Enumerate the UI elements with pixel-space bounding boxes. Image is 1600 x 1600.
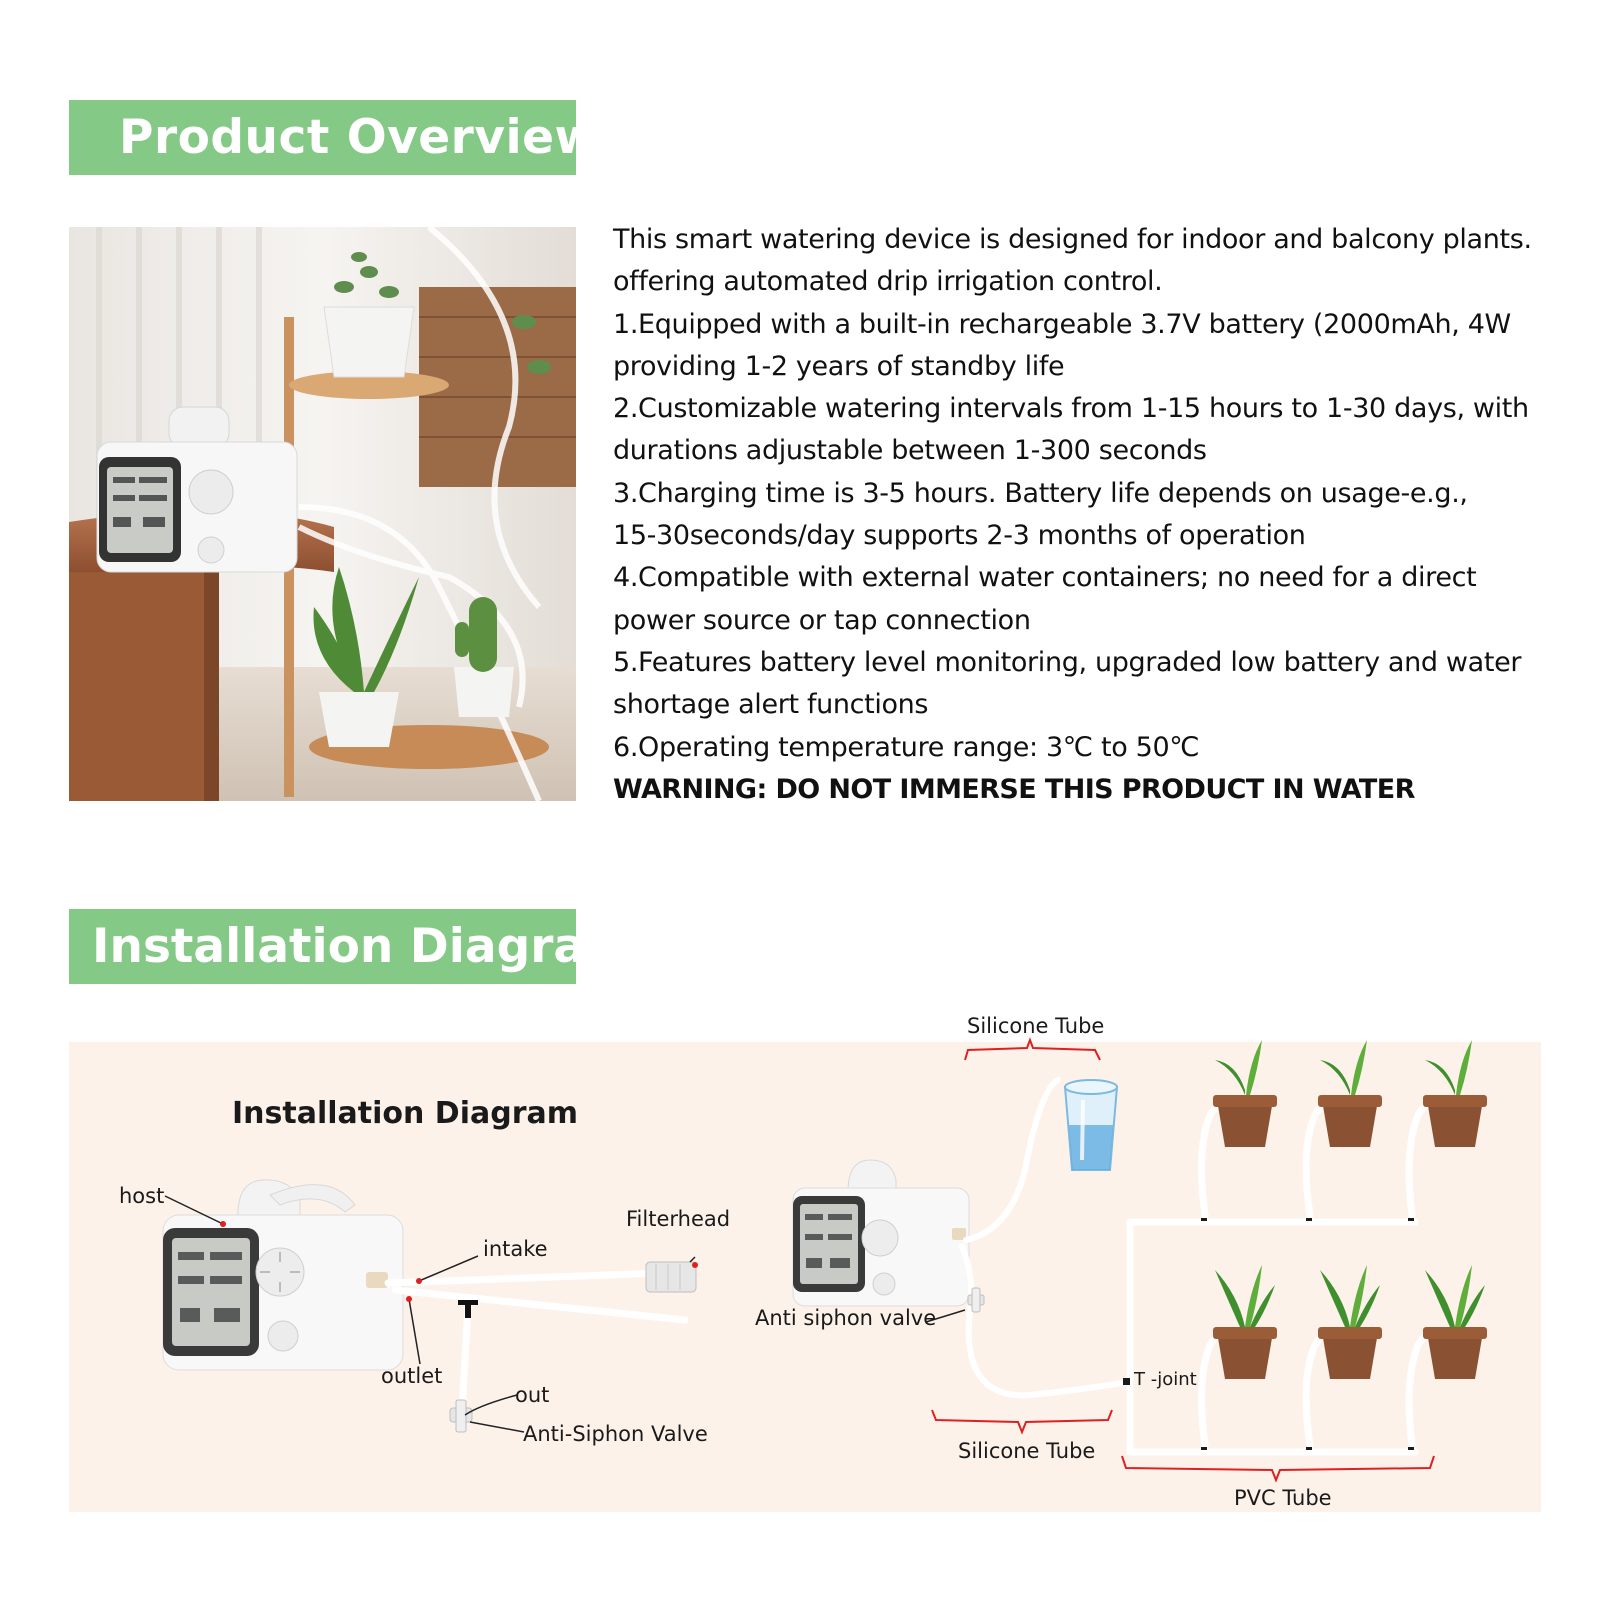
host-device <box>162 1179 404 1371</box>
product-photo <box>69 227 576 801</box>
label-out: out <box>515 1383 549 1407</box>
plant-pot-icon <box>1213 1265 1277 1379</box>
plant-pot-icon <box>1423 1265 1487 1379</box>
label-filterhead: Filterhead <box>626 1207 730 1231</box>
warning-text: WARNING: DO NOT IMMERSE THIS PRODUCT IN … <box>613 773 1415 805</box>
label-silicone-tube-top: Silicone Tube <box>967 1014 1104 1038</box>
label-silicone-tube-bottom: Silicone Tube <box>958 1439 1095 1463</box>
installation-diagram-heading: Installation Diagram <box>69 909 576 984</box>
feature-2: 2.Customizable watering intervals from 1… <box>613 393 1529 467</box>
bracket-silicone-top <box>964 1037 1101 1061</box>
feature-6: 6.Operating temperature range: 3℃ to 50℃ <box>613 731 1200 763</box>
feature-1: 1.Equipped with a built-in rechargeable … <box>613 308 1511 382</box>
label-host: host <box>119 1184 164 1208</box>
plant-pot-icon <box>1318 1040 1382 1147</box>
diagram-title: Installation Diagram <box>232 1096 578 1131</box>
plant-pot-icon <box>1213 1040 1277 1147</box>
feature-4: 4.Compatible with external water contain… <box>613 562 1477 636</box>
filterhead <box>645 1261 697 1293</box>
feature-3: 3.Charging time is 3-5 hours. Battery li… <box>613 477 1468 552</box>
plant-pot-icon <box>1423 1040 1487 1147</box>
plant-pot-icon <box>1318 1265 1382 1379</box>
label-pvc-tube: PVC Tube <box>1234 1486 1332 1510</box>
bracket-pvc <box>1121 1455 1435 1483</box>
label-outlet: outlet <box>381 1364 442 1388</box>
bracket-silicone-bottom <box>931 1409 1113 1435</box>
label-anti-siphon-valve: Anti-Siphon Valve <box>523 1422 708 1446</box>
label-intake: intake <box>483 1237 548 1261</box>
water-cup-icon <box>1063 1079 1119 1171</box>
label-t-joint: T -joint <box>1133 1369 1197 1390</box>
product-overview-heading: Product Overview <box>69 100 576 175</box>
product-description: This smart watering device is designed f… <box>613 219 1573 811</box>
host-device-small <box>792 1159 970 1307</box>
intro-text: This smart watering device is designed f… <box>613 224 1532 298</box>
label-anti-siphon-valve-right: Anti siphon valve <box>755 1306 936 1330</box>
feature-5: 5.Features battery level monitoring, upg… <box>613 646 1522 721</box>
